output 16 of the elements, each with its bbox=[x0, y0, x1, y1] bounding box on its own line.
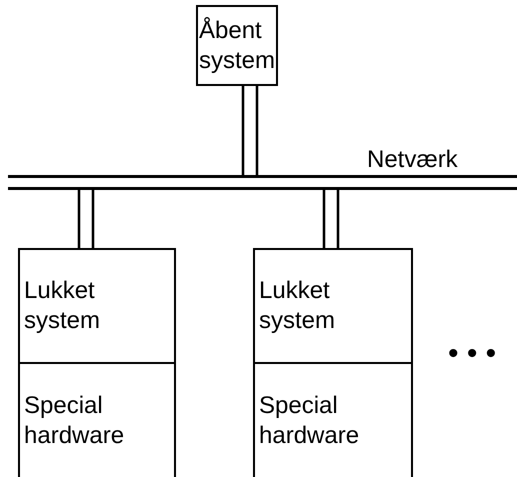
network-label: Netværk bbox=[367, 146, 458, 174]
box-label: Special hardware bbox=[23, 391, 126, 451]
box-label: Lukket system bbox=[258, 276, 336, 336]
ellipsis-dots: • • • bbox=[448, 336, 496, 372]
system-box bbox=[253, 362, 413, 477]
box-label: Lukket system bbox=[23, 276, 102, 336]
double-line-connector bbox=[322, 188, 340, 250]
system-box bbox=[196, 5, 278, 86]
system-box bbox=[18, 362, 176, 477]
box-label: Special hardware bbox=[258, 391, 360, 451]
network-bus bbox=[8, 175, 517, 190]
double-line-connector bbox=[242, 84, 258, 176]
double-line-connector bbox=[78, 188, 94, 250]
box-label: Åbent system bbox=[198, 16, 276, 76]
system-box bbox=[18, 248, 176, 364]
system-box bbox=[253, 248, 413, 364]
